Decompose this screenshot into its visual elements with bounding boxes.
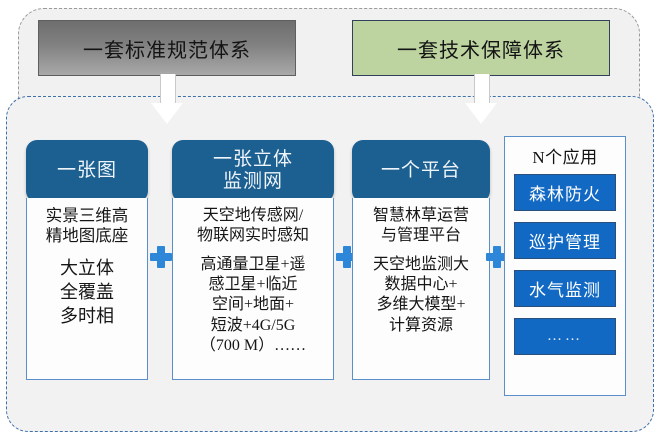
app-chip-patrol-management[interactable]: 巡护管理 [514, 222, 616, 259]
pillar-platform-line-b: 天空地监测大 数据中心+ 多维大模型+ 计算资源 [372, 256, 469, 334]
pillar-monitoring-network-header: 一张立体 监测网 [172, 140, 334, 202]
pillar-one-map-header: 一张图 [26, 140, 148, 202]
top-box-technical-guarantee-label: 一套技术保障体系 [397, 39, 565, 62]
pillar-platform[interactable]: 一个平台 智慧林草运营 与管理平台 天空地监测大 数据中心+ 多维大模型+ 计算… [352, 140, 490, 380]
pillar-one-map[interactable]: 一张图 实景三维高 精地图底座 大立体 全覆盖 多时相 [26, 140, 148, 380]
plus-icon-1 [150, 246, 172, 268]
pillar-one-map-body: 实景三维高 精地图底座 大立体 全覆盖 多时相 [26, 198, 148, 380]
top-box-standards-label: 一套标准规范体系 [83, 39, 251, 62]
down-arrow-icon-standards [151, 74, 183, 124]
app-chip-patrol-management-label: 巡护管理 [529, 233, 601, 252]
pillar-platform-body: 智慧林草运营 与管理平台 天空地监测大 数据中心+ 多维大模型+ 计算资源 [352, 198, 490, 380]
pillar-monitoring-network-title: 一张立体 监测网 [212, 148, 293, 192]
app-chip-water-air-monitoring[interactable]: 水气监测 [514, 270, 616, 307]
down-arrow-icon-technical [465, 74, 497, 124]
pillar-monitoring-network[interactable]: 一张立体 监测网 天空地传感网/ 物联网实时感知 高通量卫星+遥 感卫星+临近 … [172, 140, 334, 380]
app-chip-more-label: …… [547, 328, 583, 344]
applications-title: N个应用 [532, 148, 598, 167]
pillar-monitoring-network-body: 天空地传感网/ 物联网实时感知 高通量卫星+遥 感卫星+临近 空间+地面+ 短波… [172, 198, 334, 380]
plus-icon-3 [486, 246, 508, 268]
pillar-monitoring-network-line-b: 高通量卫星+遥 感卫星+临近 空间+地面+ 短波+4G/5G （700 M）…… [199, 256, 307, 354]
pillar-applications[interactable]: N个应用 森林防火 巡护管理 水气监测 …… [504, 136, 626, 396]
plus-icon-2 [336, 246, 358, 268]
app-chip-more[interactable]: …… [514, 318, 616, 355]
pillar-one-map-line-a: 实景三维高 精地图底座 [45, 206, 129, 246]
app-chip-forest-fire[interactable]: 森林防火 [514, 174, 616, 211]
top-box-standards[interactable]: 一套标准规范体系 [38, 20, 296, 76]
pillar-one-map-title: 一张图 [56, 159, 117, 181]
pillar-platform-header: 一个平台 [352, 140, 490, 202]
pillar-platform-line-a: 智慧林草运营 与管理平台 [372, 207, 469, 244]
top-box-technical-guarantee[interactable]: 一套技术保障体系 [352, 20, 610, 76]
app-chip-forest-fire-label: 森林防火 [529, 185, 601, 204]
pillar-one-map-line-b: 大立体 全覆盖 多时相 [60, 258, 114, 327]
pillar-monitoring-network-line-a: 天空地传感网/ 物联网实时感知 [196, 207, 309, 244]
app-chip-water-air-monitoring-label: 水气监测 [529, 281, 601, 300]
pillar-platform-title: 一个平台 [380, 159, 461, 181]
